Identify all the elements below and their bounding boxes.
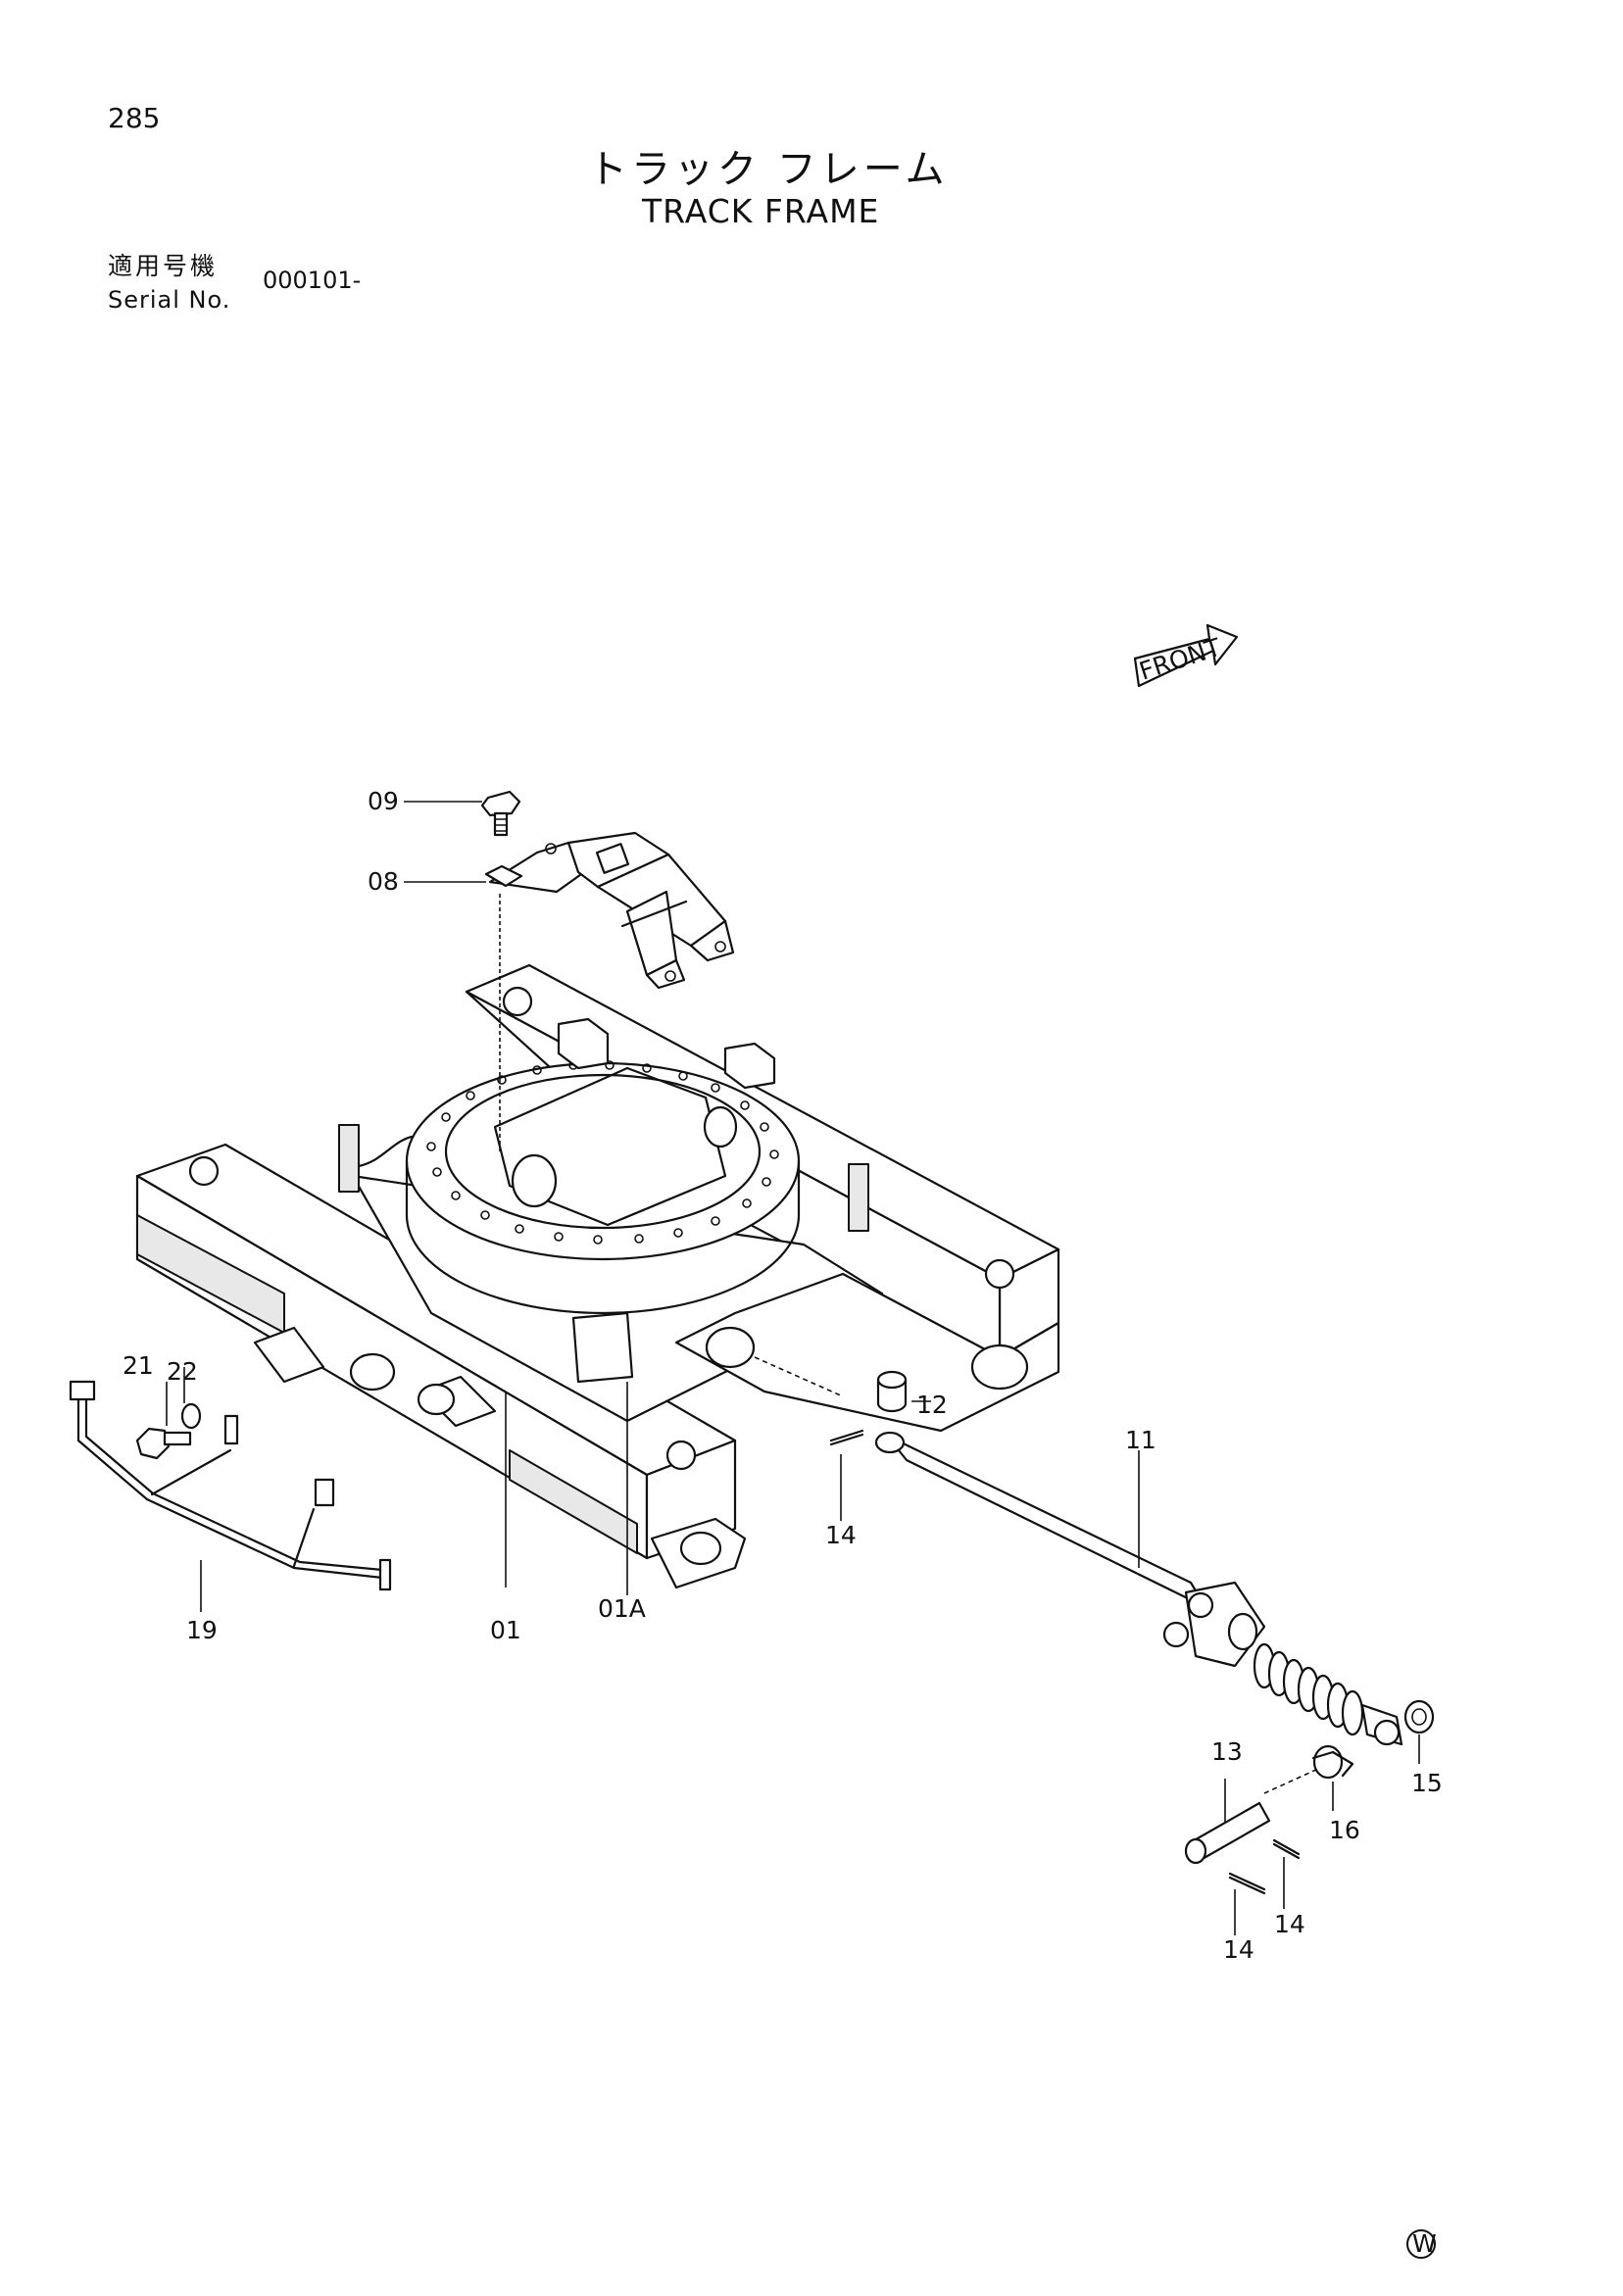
track-frame-body: [135, 963, 1060, 1589]
bolt-21: [135, 1427, 192, 1460]
bracket-part: [488, 831, 735, 990]
serial-number-value: 000101-: [263, 267, 362, 294]
guard-part-19: [69, 1380, 392, 1591]
bolt-09: [480, 790, 521, 837]
front-arrow-label: FRONT: [1136, 633, 1225, 686]
serial-label-english: Serial No.: [108, 286, 231, 314]
washer-08: [484, 864, 523, 888]
label-part-09: 09: [368, 787, 399, 815]
grease-fitting-12: [876, 1370, 908, 1413]
label-part-16: 16: [1329, 1816, 1360, 1844]
label-part-21: 21: [123, 1351, 154, 1380]
cotter-pin-14b: [1228, 1872, 1266, 1895]
bushing-16: [1311, 1744, 1354, 1780]
label-part-14-lower: 14: [1223, 1935, 1254, 1964]
title-japanese: トラック フレーム: [588, 147, 949, 192]
svg-text:W: W: [1412, 2229, 1437, 2258]
label-part-08: 08: [368, 867, 399, 896]
label-part-19: 19: [186, 1616, 218, 1644]
track-adjuster-cylinder-11: [874, 1431, 1403, 1746]
washer-22: [180, 1402, 202, 1430]
label-part-14-right: 14: [1274, 1910, 1305, 1938]
pin-13: [1184, 1801, 1271, 1865]
cotter-pin-14a: [829, 1429, 864, 1446]
label-part-14-upper: 14: [825, 1521, 857, 1549]
page-number: 285: [108, 102, 161, 134]
serial-label-japanese: 適用号機: [108, 252, 219, 280]
label-part-13: 13: [1211, 1737, 1243, 1766]
label-part-01a: 01A: [598, 1594, 646, 1623]
label-part-12: 12: [916, 1391, 948, 1419]
label-part-22: 22: [167, 1357, 198, 1386]
label-part-11: 11: [1125, 1426, 1156, 1454]
corner-circled-mark: W: [1406, 2229, 1437, 2259]
label-part-01: 01: [490, 1616, 521, 1644]
front-arrow: FRONT: [1133, 623, 1239, 688]
title-english: TRACK FRAME: [642, 192, 880, 230]
nut-15: [1403, 1699, 1435, 1734]
ring-bolt-holes: [426, 1060, 779, 1245]
cotter-pin-14c: [1272, 1838, 1301, 1860]
label-part-15: 15: [1411, 1769, 1443, 1797]
leader-lines: [166, 801, 1420, 1935]
